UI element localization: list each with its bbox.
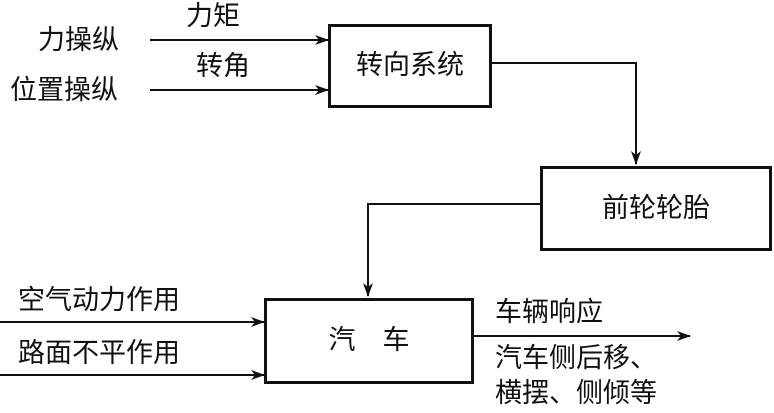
block-steering-system: 转向系统 xyxy=(328,24,492,108)
block-front-tires: 前轮轮胎 xyxy=(540,166,772,251)
label-position-control: 位置操纵 xyxy=(10,75,118,106)
label-force-control: 力操纵 xyxy=(38,25,119,56)
arrow-tires-to-vehicle xyxy=(363,203,540,297)
arrow-steering-to-tires xyxy=(490,62,641,165)
label-road-effect: 路面不平作用 xyxy=(18,338,180,369)
label-aero-effect: 空气动力作用 xyxy=(18,285,180,316)
label-torque: 力矩 xyxy=(186,1,240,32)
block-vehicle: 汽 车 xyxy=(264,298,474,384)
block-steering-system-label: 转向系统 xyxy=(356,50,464,81)
label-response-line1: 汽车侧后移、 xyxy=(495,343,657,374)
label-vehicle-response: 车辆响应 xyxy=(495,297,603,328)
label-response-line2: 横摆、侧倾等 xyxy=(495,378,657,409)
block-vehicle-label: 汽 车 xyxy=(328,325,410,356)
block-front-tires-label: 前轮轮胎 xyxy=(602,192,710,224)
label-steering-angle: 转角 xyxy=(196,51,250,82)
